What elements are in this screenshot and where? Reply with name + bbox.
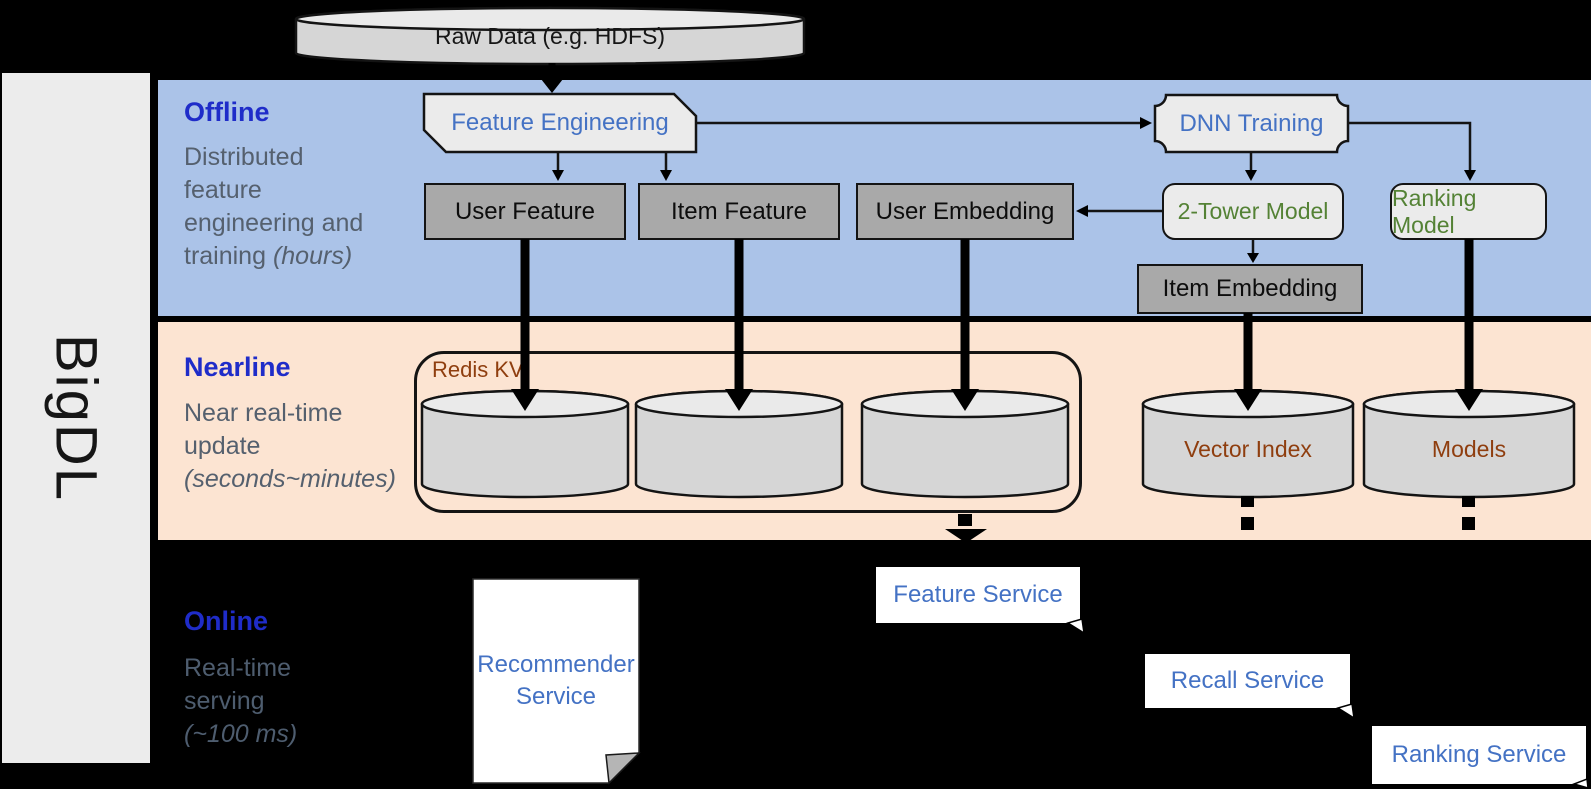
user-feature-node: User Feature — [424, 183, 626, 240]
recommender-service-label: Recommender Service — [477, 650, 635, 710]
feature-service-node: Feature Service — [876, 567, 1080, 623]
raw-data-label: Raw Data (e.g. HDFS) — [434, 22, 666, 49]
nearline-section-desc: Near real-time update (seconds~minutes) — [184, 399, 396, 493]
online-section-label: Online — [184, 606, 269, 636]
feature-engineering-label: Feature Engineering — [451, 109, 669, 136]
nearline-section-label: Nearline — [184, 352, 291, 382]
bigdl-sidebar: BigDL — [2, 73, 150, 763]
online-section-desc: Real-time serving (~100 ms) — [184, 654, 298, 748]
vector-index-label: Vector Index — [1184, 436, 1312, 462]
models-label: Models — [1431, 436, 1507, 462]
redis-kv-container — [414, 351, 1082, 513]
two-tower-model-node: 2-Tower Model — [1162, 183, 1344, 240]
user-embedding-node: User Embedding — [856, 183, 1074, 240]
item-embedding-node: Item Embedding — [1137, 264, 1363, 314]
redis-kv-label: Redis KV — [432, 357, 524, 382]
offline-section-label: Offline — [184, 97, 270, 127]
item-feature-node: Item Feature — [638, 183, 840, 240]
ranking-service-node: Ranking Service — [1372, 726, 1586, 784]
dnn-training-label: DNN Training — [1179, 109, 1324, 137]
offline-section-desc: Distributed feature engineering and trai… — [184, 143, 364, 270]
bigdl-brand-text: BigDL — [43, 334, 109, 502]
ranking-model-node: Ranking Model — [1390, 183, 1547, 240]
recall-service-node: Recall Service — [1145, 654, 1350, 708]
